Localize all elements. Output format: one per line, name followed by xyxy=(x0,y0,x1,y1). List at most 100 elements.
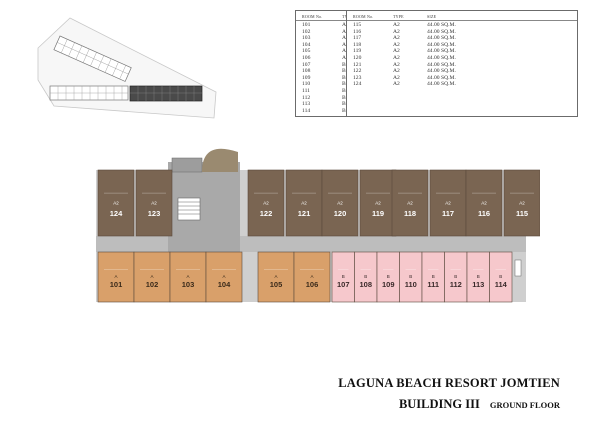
building-block-1 xyxy=(53,35,132,82)
room-type: A2 xyxy=(393,28,400,35)
room-size: 44.00 SQ.M. xyxy=(427,54,456,61)
unit-type-label: A2 xyxy=(151,200,157,205)
room-type: A2 xyxy=(393,41,400,48)
room-type: A xyxy=(342,41,347,48)
room-type: A2 xyxy=(393,22,400,28)
building-block-2 xyxy=(49,85,129,101)
unit-119: A2 119 xyxy=(359,169,397,237)
room-size: 44.00 SQ.M. xyxy=(427,22,456,28)
room-type: A2 xyxy=(393,68,400,75)
room-number: 116 xyxy=(353,28,362,35)
header-type: TYPE xyxy=(393,14,404,19)
room-number: 119 xyxy=(353,48,362,55)
room-number: 109 xyxy=(302,74,311,81)
room-type: B xyxy=(342,94,346,101)
unit-number-label: 109 xyxy=(382,280,395,289)
unit-type-label: B xyxy=(409,274,412,279)
unit-type-label: A2 xyxy=(481,200,487,205)
room-number: 121 xyxy=(353,61,362,68)
unit-type-label: A2 xyxy=(445,200,451,205)
table-row: 119 A2 44.00 SQ.M. xyxy=(347,48,577,55)
room-number: 113 xyxy=(302,101,311,108)
unit-121: A2 121 xyxy=(285,169,323,237)
room-number: 106 xyxy=(302,54,311,61)
room-type: B xyxy=(342,81,346,88)
room-type: A xyxy=(342,48,347,55)
room-size: 44.00 SQ.M. xyxy=(427,68,456,75)
stair-icon xyxy=(177,197,201,221)
project-title: LAGUNA BEACH RESORT JOMTIEN xyxy=(338,376,560,390)
room-size: 44.00 SQ.M. xyxy=(427,81,456,88)
unit-type-label: B xyxy=(499,274,502,279)
unit-type-label: A2 xyxy=(375,200,381,205)
unit-115: A2 115 xyxy=(503,169,541,237)
room-type: A2 xyxy=(393,54,400,61)
unit-number-label: 119 xyxy=(372,209,384,218)
unit-number-label: 115 xyxy=(516,209,528,218)
unit-type-label: A2 xyxy=(407,200,413,205)
unit-number-label: 108 xyxy=(359,280,372,289)
room-number: 103 xyxy=(302,35,311,42)
room-type: A2 xyxy=(393,61,400,68)
table-header: ROOM No. TYPE SIZE xyxy=(347,11,577,21)
room-type: A2 xyxy=(393,74,400,81)
unit-type-label: B xyxy=(477,274,480,279)
unit-number-label: 123 xyxy=(148,209,161,218)
unit-type-label: A2 xyxy=(263,200,269,205)
unit-number-label: 112 xyxy=(450,280,462,289)
header-room: ROOM No. xyxy=(302,14,323,19)
unit-type-label: A xyxy=(310,274,313,279)
unit-type-label: A2 xyxy=(519,200,525,205)
table-row: 121 A2 44.00 SQ.M. xyxy=(347,62,577,69)
room-number: 114 xyxy=(302,107,311,114)
unit-number-label: 110 xyxy=(405,280,417,289)
unit-type-label: A xyxy=(150,274,153,279)
unit-type-label: B xyxy=(364,274,367,279)
unit-type-label: A xyxy=(222,274,225,279)
unit-type-label: A2 xyxy=(301,200,307,205)
room-number: 112 xyxy=(302,94,311,101)
room-number: 110 xyxy=(302,81,311,88)
unit-123: A2 123 xyxy=(135,169,173,237)
room-type: A2 xyxy=(393,35,400,42)
room-size: 44.00 SQ.M. xyxy=(427,74,456,81)
header-size: SIZE xyxy=(427,14,437,19)
unit-number-label: 121 xyxy=(298,209,311,218)
unit-number-label: 105 xyxy=(270,280,283,289)
room-number: 102 xyxy=(302,28,311,35)
room-size: 44.00 SQ.M. xyxy=(427,35,456,42)
lift-icon xyxy=(171,157,203,173)
room-number: 111 xyxy=(302,87,310,94)
room-type: A xyxy=(342,22,347,28)
room-number: 118 xyxy=(353,41,362,48)
room-number: 101 xyxy=(302,22,311,28)
room-type: A2 xyxy=(393,48,400,55)
entrance-canopy xyxy=(202,148,238,172)
room-size: 44.00 SQ.M. xyxy=(427,61,456,68)
unit-122: A2 122 xyxy=(247,169,285,237)
unit-number-label: 102 xyxy=(146,280,159,289)
unit-type-label: A2 xyxy=(113,200,119,205)
unit-number-label: 122 xyxy=(260,209,273,218)
unit-number-label: 114 xyxy=(495,280,508,289)
unit-number-label: 103 xyxy=(182,280,195,289)
unit-type-label: A xyxy=(186,274,189,279)
room-type: B xyxy=(342,61,346,68)
room-number: 107 xyxy=(302,61,311,68)
room-size: 44.00 SQ.M. xyxy=(427,48,456,55)
unit-type-label: B xyxy=(454,274,457,279)
unit-type-label: B xyxy=(432,274,435,279)
